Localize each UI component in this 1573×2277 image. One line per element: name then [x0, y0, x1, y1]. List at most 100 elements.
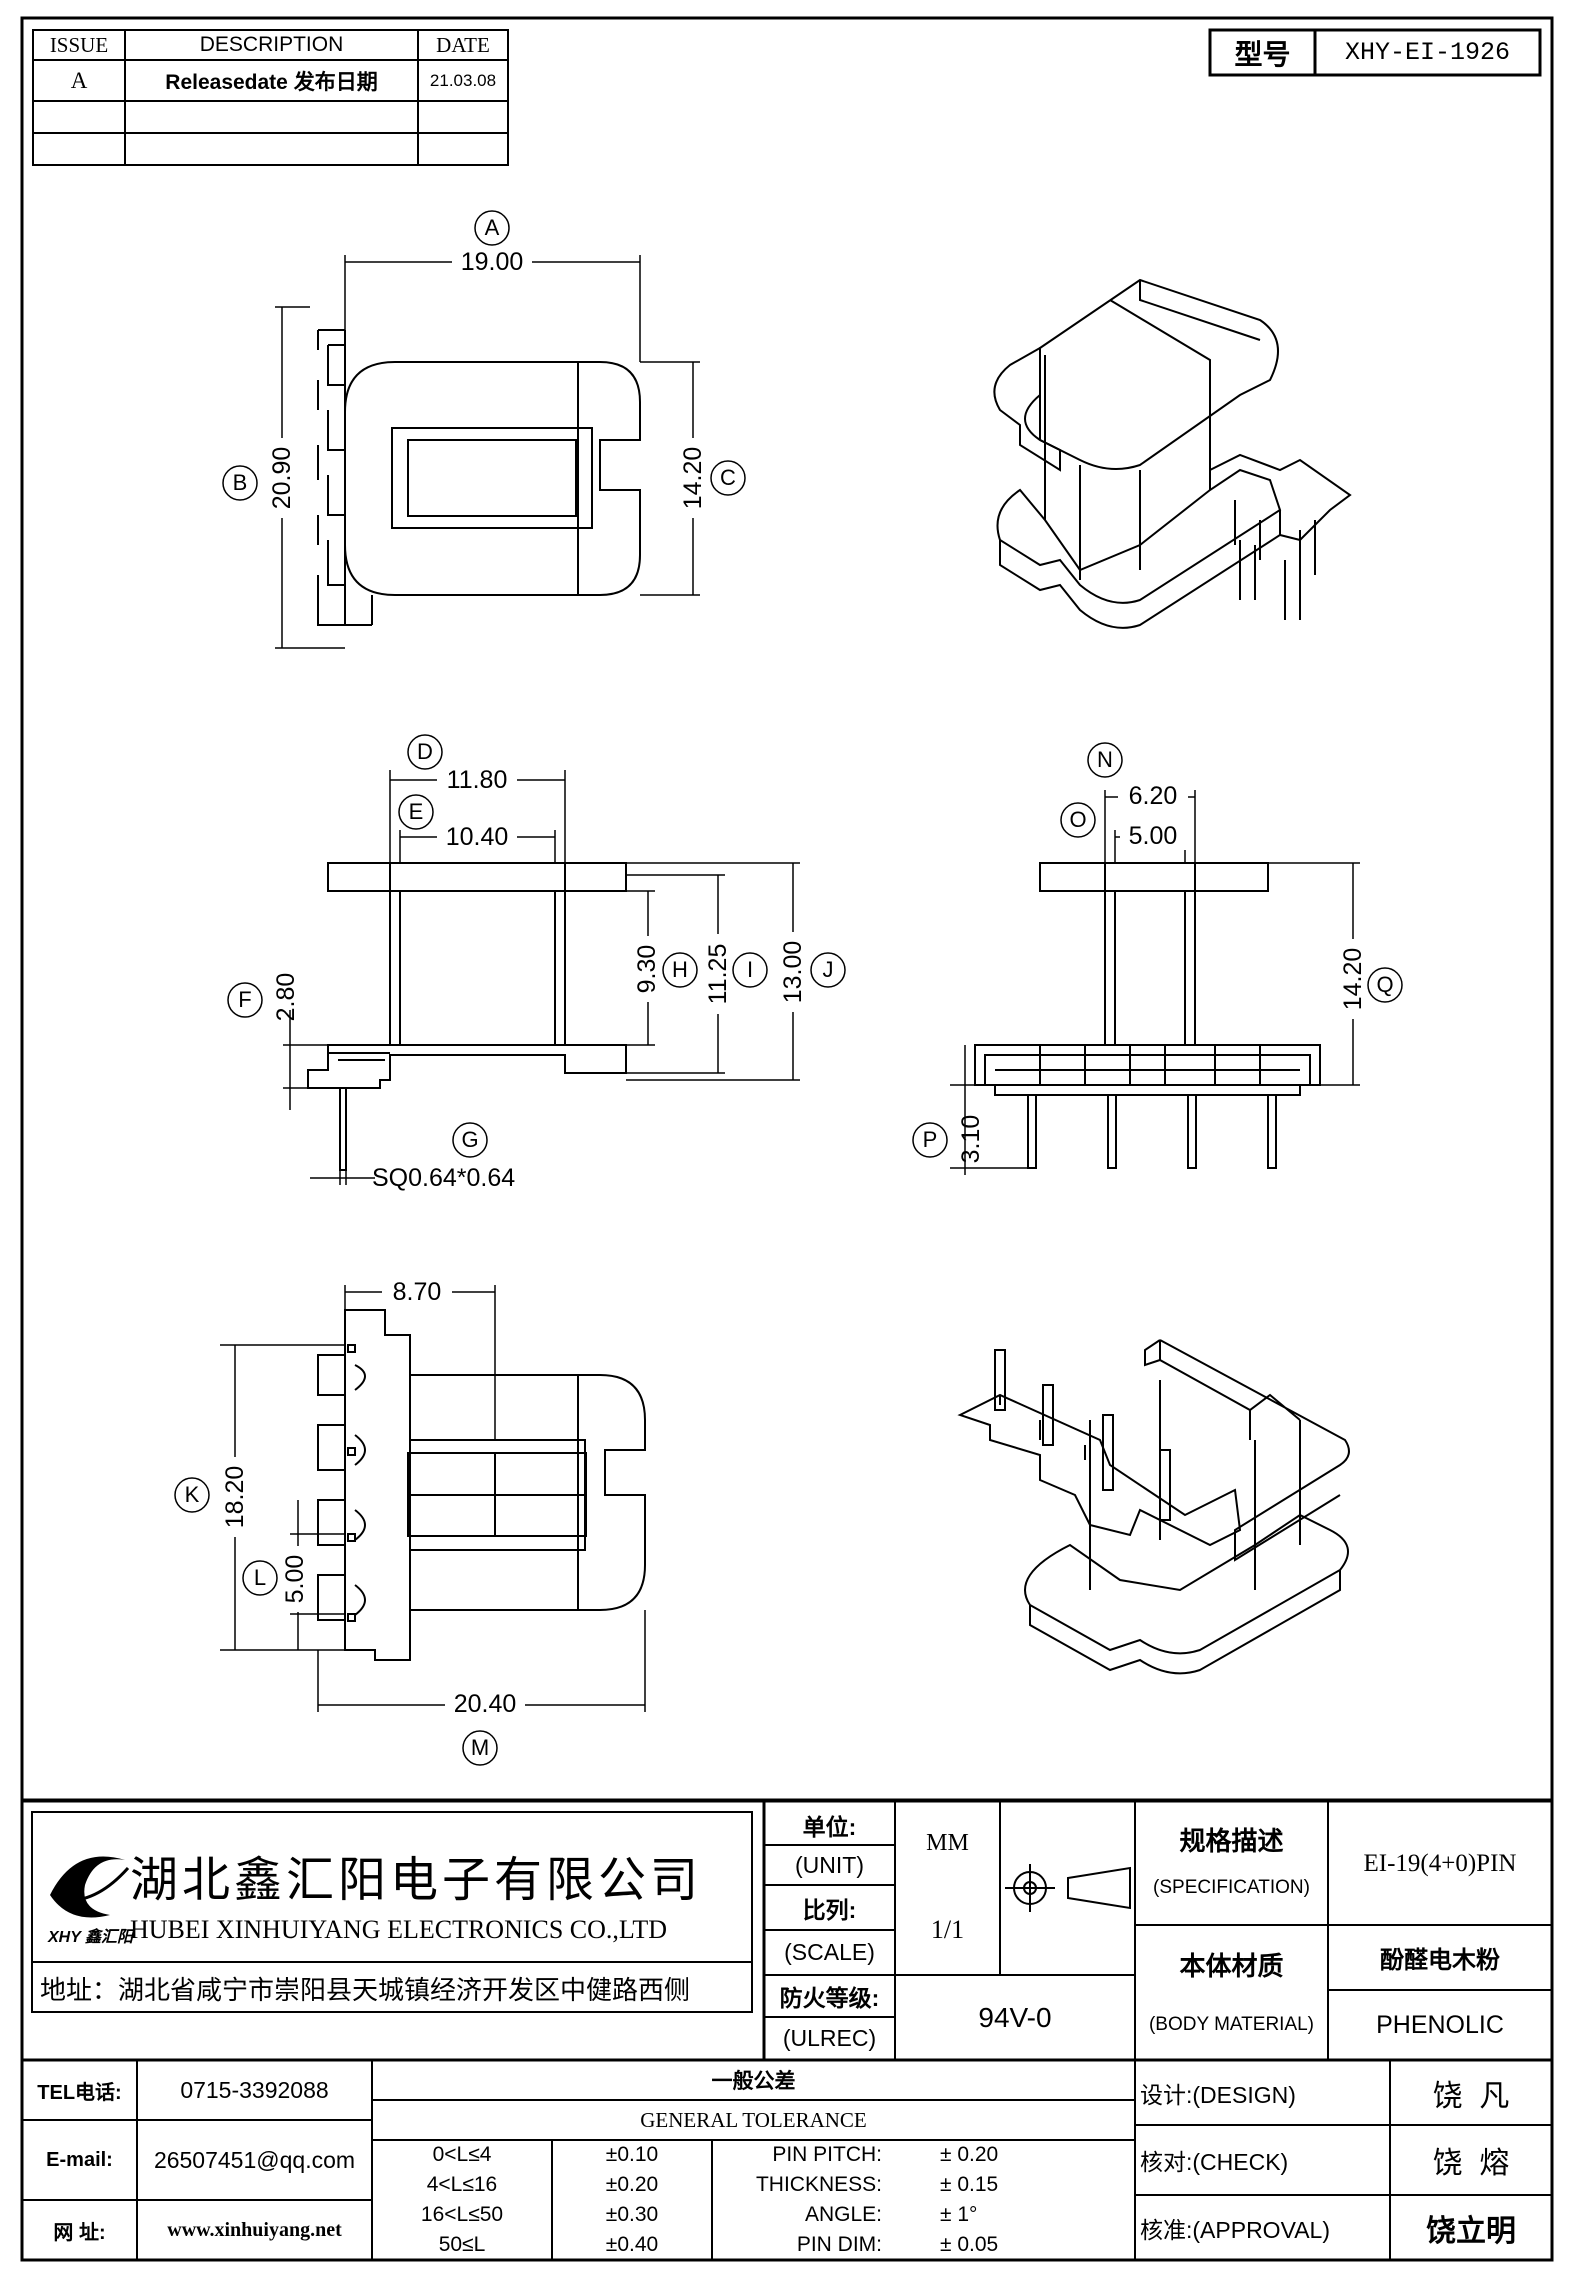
dim-G-value: SQ0.64*0.64: [372, 1163, 516, 1192]
dim-F-value: 2.80: [271, 972, 300, 1022]
model-label: 型号: [1234, 38, 1291, 70]
dim-A-value: 19.00: [452, 248, 532, 276]
scale-label-cn: 比列:: [802, 1896, 857, 1923]
email-value: 26507451@qq.com: [153, 2146, 356, 2173]
label-circle-E: [398, 794, 434, 830]
bottom-view: [317, 1309, 646, 1661]
tol-other-value-2: ± 1°: [940, 2203, 978, 2226]
title-block-inner-grid: [22, 1802, 1552, 2260]
email-label: E-mail:: [46, 2148, 113, 2171]
tol-other-label-0: PIN PITCH:: [772, 2143, 882, 2166]
tol-range-0: 0<L≤4: [432, 2143, 492, 2166]
label-circle-K: [174, 1477, 210, 1513]
fire-label-cn: 防火等级:: [779, 1985, 880, 2011]
company-name-en: HUBEI XINHUIYANG ELECTRONICS CO.,LTD: [130, 1915, 668, 1944]
dim-Q-value: 14.20: [1339, 939, 1367, 1019]
label-circle-O: [1060, 802, 1096, 838]
revision-table-grid: [32, 29, 509, 166]
label-F: F: [238, 987, 252, 1012]
model-box-grid: [1208, 28, 1542, 77]
design-label: 设计:(DESIGN): [1140, 2081, 1296, 2108]
label-N: N: [1097, 747, 1113, 772]
company-logo: XHY 鑫汇阳: [47, 1856, 136, 1946]
check-name: 饶 熔: [1432, 2147, 1510, 2180]
tol-value-3: ±0.40: [605, 2233, 659, 2256]
dim-N-value: 6.20: [1118, 782, 1188, 810]
tol-value-1: ±0.20: [605, 2173, 659, 2196]
label-circle-I: [732, 952, 768, 988]
tol-other-value-0: ± 0.20: [940, 2143, 999, 2166]
web-label: 网 址:: [53, 2221, 106, 2244]
label-G: G: [461, 1127, 479, 1152]
label-O: O: [1069, 807, 1087, 832]
tel-label: TEL电话:: [37, 2081, 122, 2104]
spec-label-en: (SPECIFICATION): [1153, 1877, 1310, 1898]
dim-D-value: 11.80: [437, 766, 517, 794]
dim-L-value: 5.00: [281, 1546, 309, 1612]
top-view: [317, 329, 641, 626]
tol-other-value-1: ± 0.15: [940, 2173, 999, 2196]
isometric-view-bottom: [957, 1339, 1350, 1675]
dim-H-value: 9.30: [633, 936, 661, 1002]
fire-label-en: (ULREC): [782, 2025, 877, 2051]
company-name-cn: 湖北鑫汇阳电子有限公司: [130, 1854, 703, 1907]
model-value: XHY-EI-1926: [1344, 38, 1511, 67]
spec-label-cn: 规格描述: [1179, 1825, 1284, 1856]
dim-O-value: 5.00: [1120, 822, 1186, 850]
unit-label-en: (UNIT): [795, 1851, 864, 1878]
rev-header-issue: ISSUE: [49, 32, 109, 57]
rev-row-issue: A: [70, 67, 88, 93]
approval-label: 核准:(APPROVAL): [1140, 2216, 1330, 2243]
dim-K-value: 18.20: [221, 1457, 249, 1537]
label-B: B: [232, 470, 248, 495]
label-circle-F: [227, 982, 263, 1018]
label-circle-G: [452, 1122, 488, 1158]
dim-P-value: 3.10: [956, 1114, 985, 1164]
rev-row-description: Releasedate 发布日期: [165, 70, 378, 94]
tol-value-2: ±0.30: [605, 2203, 659, 2226]
label-D: D: [417, 739, 433, 764]
unit-value: MM: [926, 1830, 969, 1856]
projection-symbol: [1005, 1864, 1131, 1912]
label-L: L: [253, 1565, 267, 1590]
material-label-en: (BODY MATERIAL): [1148, 2014, 1315, 2035]
dim-B-value: 20.90: [268, 438, 296, 518]
label-circle-N: [1087, 742, 1123, 778]
label-circle-H: [662, 952, 698, 988]
fire-value: 94V-0: [978, 2001, 1052, 2033]
label-M: M: [470, 1735, 490, 1760]
material-value-en: PHENOLIC: [1376, 2010, 1504, 2039]
tolerance-title-en: GENERAL TOLERANCE: [640, 2107, 867, 2132]
logo-text: XHY 鑫汇阳: [47, 1928, 136, 1946]
label-circle-D: [407, 734, 443, 770]
dim-E-value: 10.40: [437, 823, 517, 851]
label-J: J: [822, 957, 834, 982]
label-P: P: [922, 1127, 938, 1152]
tolerance-title-cn: 一般公差: [711, 2070, 796, 2093]
material-value-cn: 酚醛电木粉: [1380, 1947, 1500, 1974]
dim-J-value: 13.00: [779, 932, 807, 1012]
tol-range-2: 16<L≤50: [420, 2203, 504, 2226]
check-label: 核对:(CHECK): [1140, 2149, 1289, 2175]
tol-range-1: 4<L≤16: [426, 2173, 498, 2196]
sheet-border: [20, 16, 1554, 2262]
tol-value-0: ±0.10: [605, 2143, 659, 2166]
label-circle-L: [242, 1560, 278, 1596]
label-C: C: [720, 465, 736, 490]
scale-label-en: (SCALE): [784, 1939, 875, 1965]
label-circle-A: [474, 210, 510, 246]
label-Q: Q: [1376, 972, 1394, 997]
company-address: 地址：湖北省咸宁市崇阳县天城镇经济开发区中健路西侧: [40, 1974, 691, 2005]
tol-other-label-2: ANGLE:: [804, 2203, 882, 2226]
side-view: [974, 862, 1321, 1169]
material-label-cn: 本体材质: [1179, 1950, 1284, 1981]
tel-value: 0715-3392088: [180, 2076, 329, 2103]
tol-range-3: 50≤L: [438, 2233, 486, 2256]
label-circle-P: [912, 1122, 948, 1158]
label-K: K: [184, 1482, 200, 1507]
design-name: 饶 凡: [1432, 2079, 1510, 2113]
dim-I-value: 11.25: [704, 934, 732, 1014]
web-value: www.xinhuiyang.net: [167, 2218, 342, 2241]
tol-other-value-3: ± 0.05: [940, 2233, 999, 2256]
label-circle-B: [222, 465, 258, 501]
